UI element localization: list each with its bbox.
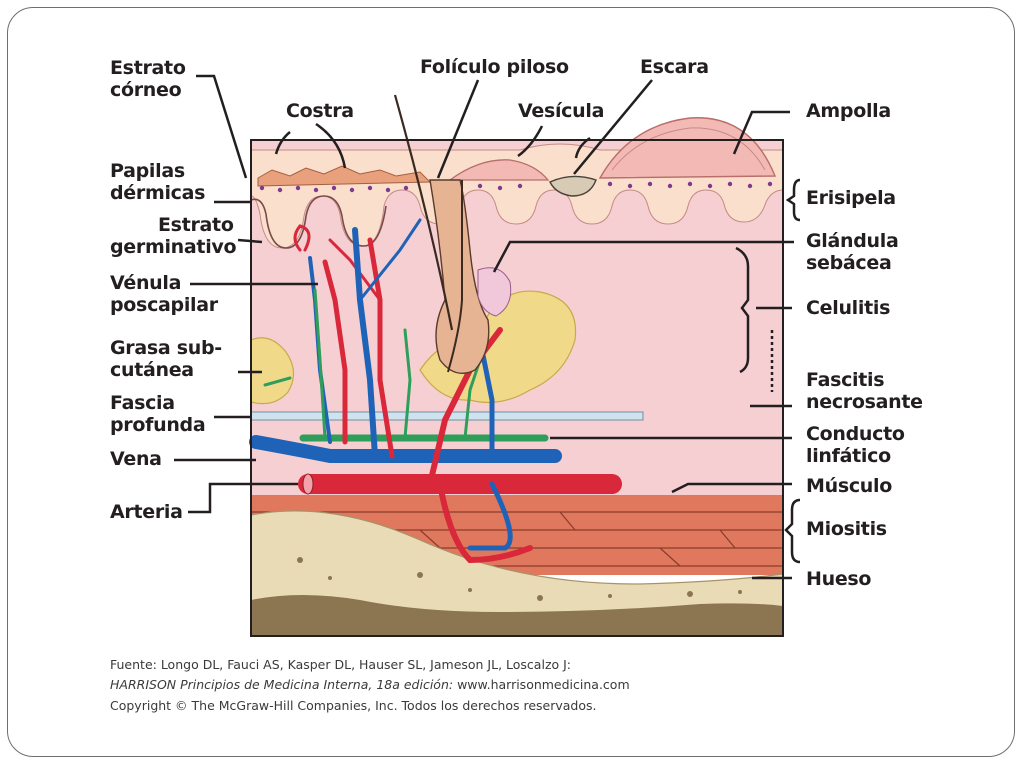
label-fascia-profunda: Fascia profunda (110, 392, 206, 436)
ampolla-blister (598, 117, 777, 179)
label-fascitis-line2: necrosante (806, 391, 923, 413)
label-erisipela: Erisipela (806, 187, 896, 209)
vesicula-vesicle (448, 159, 550, 181)
label-fascia-line2: profunda (110, 414, 206, 436)
label-estrato-germinativo: Estrato germinativo (110, 214, 237, 258)
label-fascitis-necrosante: Fascitis necrosante (806, 369, 923, 413)
label-estrato-corneo-line1: Estrato (110, 57, 186, 79)
label-papilas-line2: dérmicas (110, 182, 206, 204)
label-estrato-corneo-line2: córneo (110, 79, 182, 101)
label-miositis: Miositis (806, 518, 887, 540)
label-foliculo-piloso: Folículo piloso (420, 56, 569, 78)
label-fascia-line1: Fascia (110, 392, 175, 414)
diagram-box (250, 139, 784, 637)
label-hueso: Hueso (806, 568, 872, 590)
caption-book: HARRISON Principios de Medicina Interna,… (110, 677, 630, 692)
caption-book-url: www.harrisonmedicina.com (453, 677, 630, 692)
label-celulitis: Celulitis (806, 297, 891, 319)
sebaceous-gland (477, 267, 512, 317)
escara-eschar (549, 175, 597, 197)
bone-marrow (251, 595, 783, 636)
label-conducto-linfatico: Conducto linfático (806, 423, 905, 467)
label-conducto-line2: linfático (806, 445, 891, 467)
caption-book-title: HARRISON Principios de Medicina Interna,… (110, 677, 454, 692)
label-costra: Costra (286, 100, 354, 122)
label-germinativo-line1: Estrato (158, 214, 234, 236)
label-musculo: Músculo (806, 475, 892, 497)
label-vena: Vena (110, 448, 162, 470)
caption-copyright: Copyright © The McGraw-Hill Companies, I… (110, 698, 597, 713)
label-papilas-line1: Papilas (110, 160, 185, 182)
caption-source: Fuente: Longo DL, Fauci AS, Kasper DL, H… (110, 657, 572, 672)
vessel-network (249, 208, 622, 564)
label-grasa-line1: Grasa sub- (110, 337, 222, 359)
label-venula-line2: poscapilar (110, 294, 218, 316)
left-pointer-lines (174, 74, 318, 514)
label-germinativo-line2: germinativo (110, 236, 237, 258)
label-glandula-line2: sebácea (806, 252, 892, 274)
label-conducto-line1: Conducto (806, 423, 905, 445)
subcutaneous-fat (251, 337, 295, 405)
erisipela-dots (259, 181, 773, 193)
hair-follicle (429, 179, 490, 374)
label-venula-line1: Vénula (110, 272, 182, 294)
right-pointer-lines (492, 178, 801, 580)
label-grasa-subcutanea: Grasa sub- cutánea (110, 337, 222, 381)
top-pointer-lines (274, 79, 790, 179)
label-papilas-dermicas: Papilas dérmicas (110, 160, 205, 204)
label-glandula-sebacea: Glándula sebácea (806, 230, 899, 274)
label-glandula-line1: Glándula (806, 230, 899, 252)
label-arteria: Arteria (110, 501, 183, 523)
label-ampolla: Ampolla (806, 100, 891, 122)
label-venula-poscapilar: Vénula poscapilar (110, 272, 218, 316)
label-escara: Escara (640, 56, 709, 78)
label-vesicula: Vesícula (518, 100, 605, 122)
label-fascitis-line1: Fascitis (806, 369, 885, 391)
label-grasa-line2: cutánea (110, 359, 194, 381)
label-estrato-corneo: Estrato córneo (110, 57, 186, 101)
